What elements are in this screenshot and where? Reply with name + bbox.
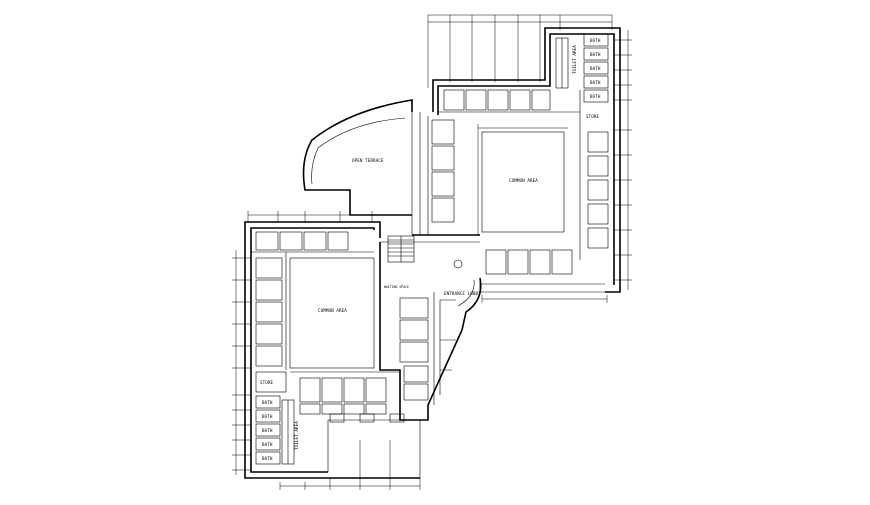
bath-label: BATH xyxy=(590,38,601,43)
common-area-label-ne: COMMON AREA xyxy=(509,178,538,183)
se-connector-rooms xyxy=(379,242,463,421)
store-label: STORE xyxy=(260,380,273,385)
ne-bottom-dims xyxy=(481,295,608,303)
bath-label: BATH xyxy=(590,66,601,71)
waiting-space-label: WAITING SPACE xyxy=(384,285,409,289)
sw-bottom-dims xyxy=(279,440,421,490)
north-east-wing: BATH BATH BATH BATH BATH TOILET AREA STO… xyxy=(427,14,632,303)
ne-bath-labels: BATH BATH BATH BATH BATH TOILET AREA STO… xyxy=(572,38,601,119)
ne-right-rooms xyxy=(587,131,609,249)
sw-common-area: COMMON AREA xyxy=(289,257,375,369)
ne-top-rooms xyxy=(438,89,581,260)
bath-label: BATH xyxy=(590,52,601,57)
store-label: STORE xyxy=(586,114,599,119)
toilet-area-label: TOILET AREA xyxy=(294,421,299,450)
sw-bottom-rooms xyxy=(290,371,421,478)
ne-left-rooms xyxy=(427,116,455,235)
toilet-area-label: TOILET AREA xyxy=(572,45,577,74)
sw-top-dims xyxy=(247,211,373,222)
bath-label: BATH xyxy=(262,442,273,447)
entrance-lobby-label: ENTRANCE LOBBY xyxy=(444,291,481,296)
sw-top-rooms xyxy=(251,231,374,253)
ne-common-area: COMMON AREA xyxy=(477,124,568,236)
sw-left-rooms xyxy=(255,252,287,370)
common-area-label-sw: COMMON AREA xyxy=(318,308,347,313)
top-dimension-lines xyxy=(427,14,613,88)
ne-bath-cells xyxy=(555,33,609,103)
open-terrace: OPEN TERRACE xyxy=(302,99,421,235)
staircase xyxy=(387,235,415,263)
ne-bottom-rooms xyxy=(479,249,605,293)
south-west-wing: COMMON AREA STORE BATH BATH BATH BATH BA… xyxy=(232,211,421,490)
sw-bath-area: STORE BATH BATH BATH BATH BATH TOILET AR… xyxy=(255,371,299,465)
sw-left-dims xyxy=(232,250,251,475)
open-terrace-label: OPEN TERRACE xyxy=(352,158,384,163)
bath-label: BATH xyxy=(262,428,273,433)
bath-label: BATH xyxy=(262,414,273,419)
bath-label: BATH xyxy=(590,80,601,85)
right-dimension-lines xyxy=(614,30,632,290)
central-link: WAITING SPACE ENTRANCE LOBBY xyxy=(380,234,482,331)
bath-label: BATH xyxy=(590,94,601,99)
bath-label: BATH xyxy=(262,456,273,461)
bath-label: BATH xyxy=(262,400,273,405)
